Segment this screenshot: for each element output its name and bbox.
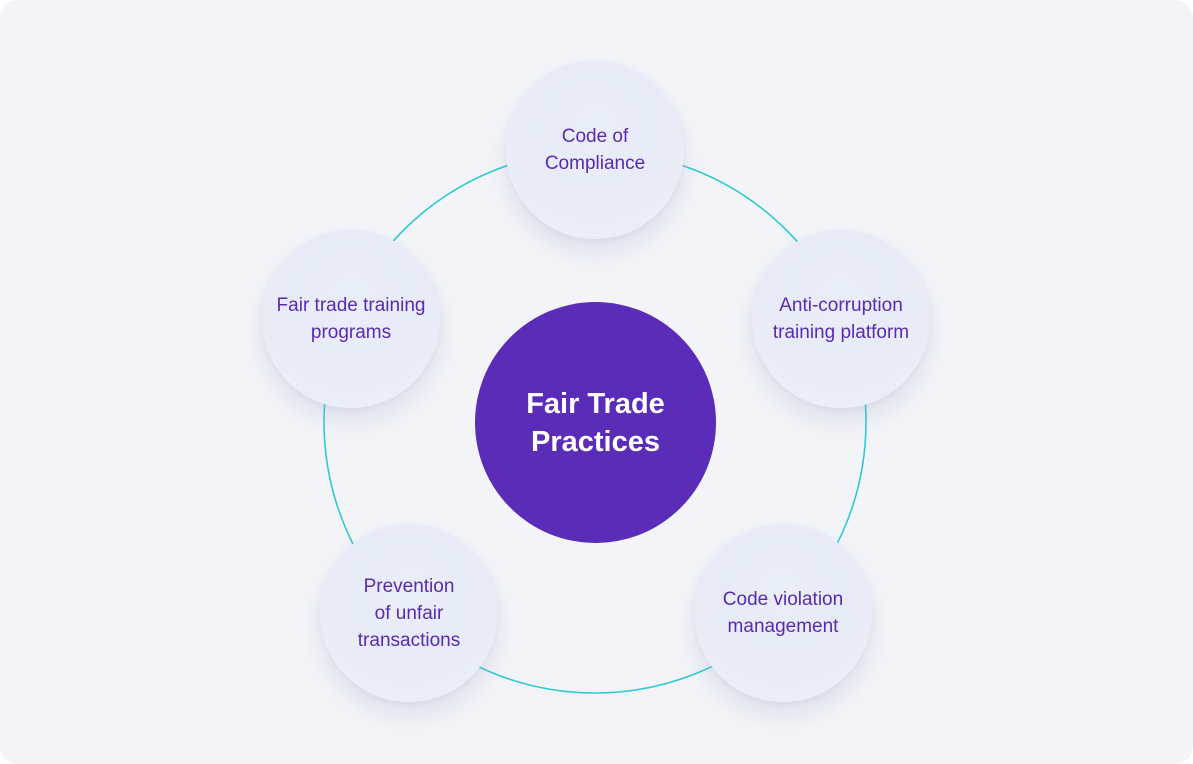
node-label: Code violation management	[722, 589, 844, 637]
node-code-violation-management: Code violation management	[694, 524, 872, 702]
center-hub-label: Fair Trade Practices	[526, 387, 665, 458]
node-prevention-of-unfair-transactions: Prevention of unfair transactions	[320, 524, 498, 702]
center-hub: Fair Trade Practices	[475, 302, 716, 543]
node-label: Prevention of unfair transactions	[357, 575, 461, 651]
node-label: Fair trade training programs	[276, 295, 426, 343]
node-fair-trade-training-programs: Fair trade training programs	[262, 230, 440, 408]
node-anti-corruption-training-platform: Anti-corruption training platform	[752, 230, 930, 408]
node-label: Anti-corruption training platform	[772, 295, 910, 343]
node-label: Code of Compliance	[544, 126, 646, 174]
node-code-of-compliance: Code of Compliance	[506, 61, 684, 239]
